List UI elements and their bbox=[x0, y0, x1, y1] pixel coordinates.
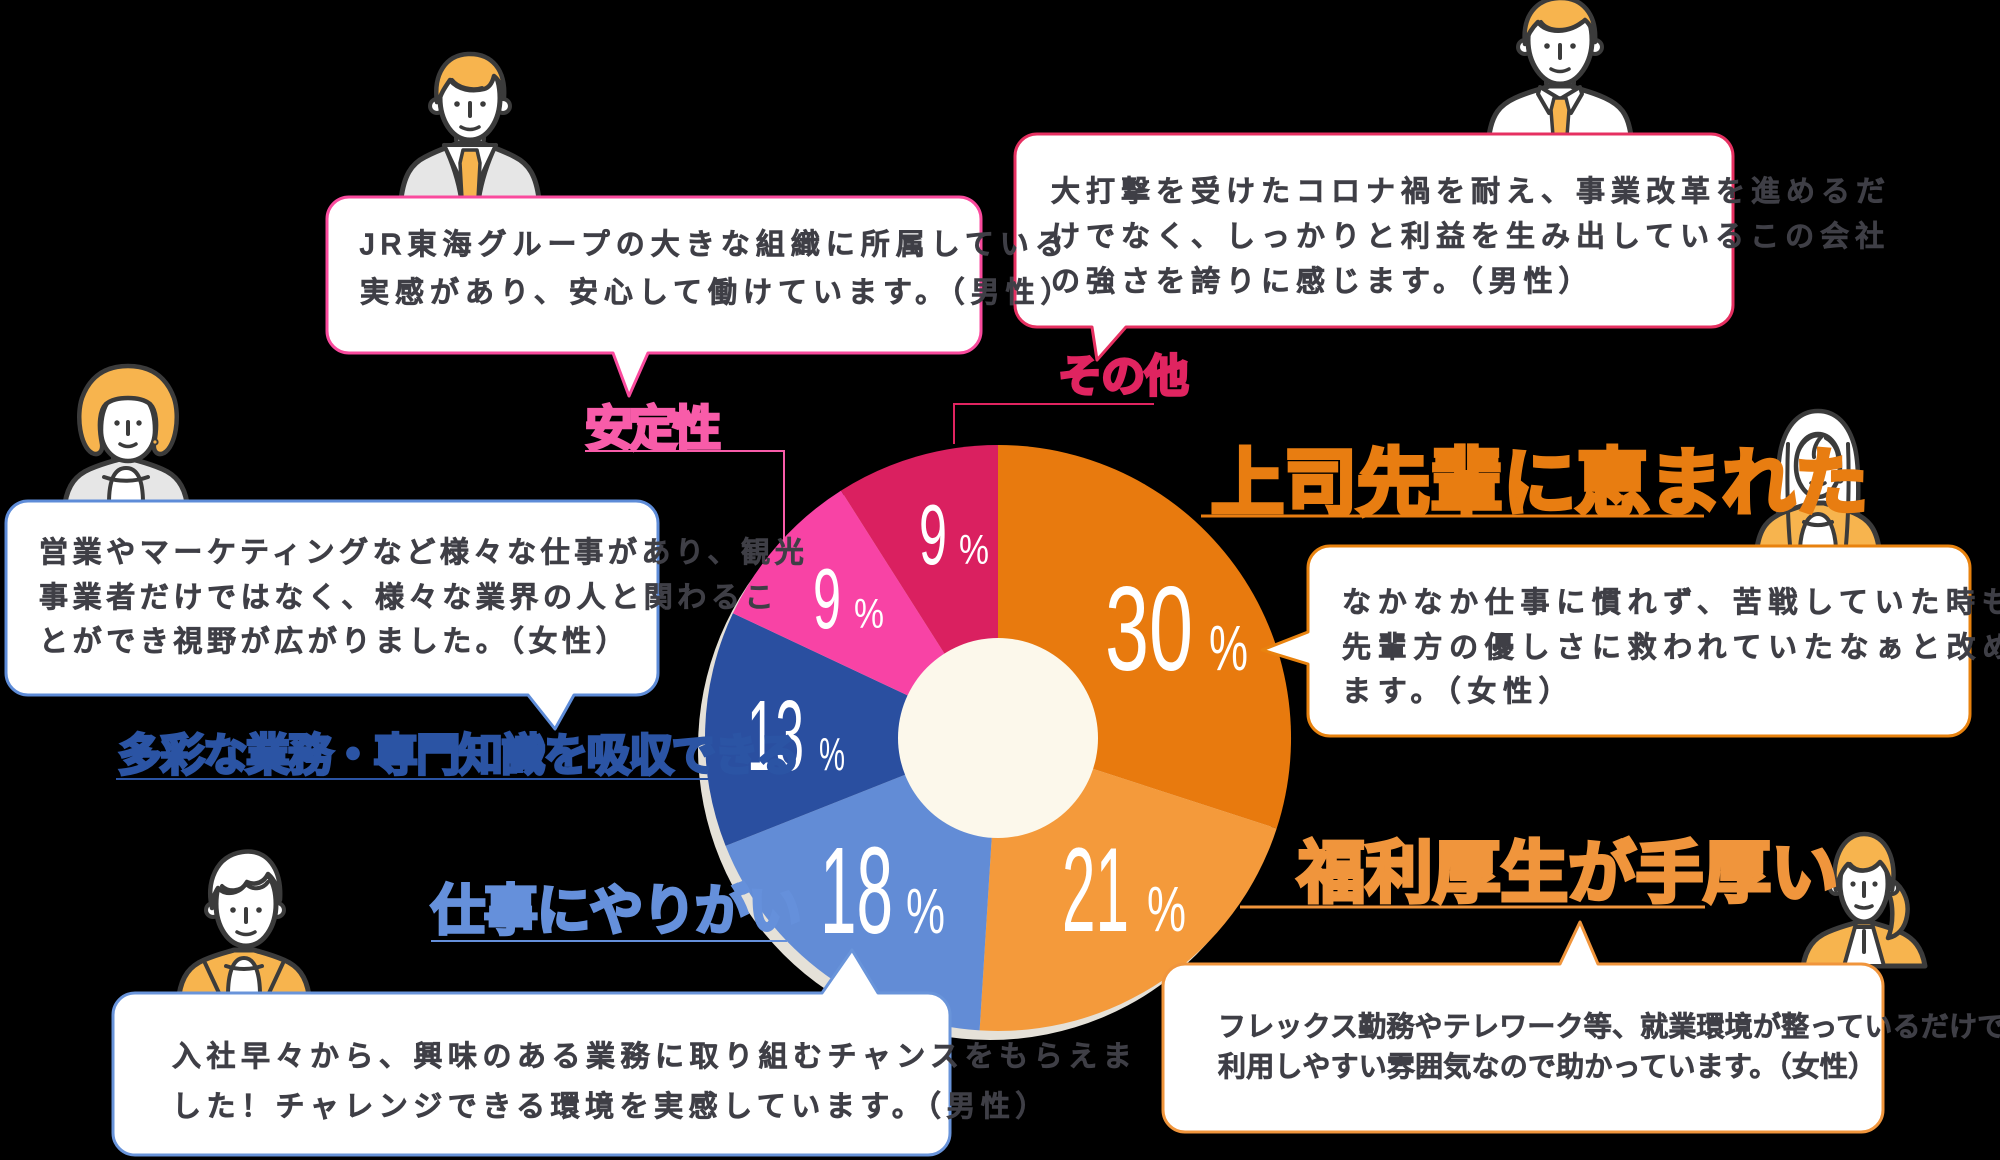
svg-text:多彩な業務・専門知識を吸収できる: 多彩な業務・専門知識を吸収できる bbox=[118, 731, 799, 780]
svg-text:%: % bbox=[1209, 612, 1248, 684]
svg-text:13: 13 bbox=[747, 680, 804, 792]
svg-text:%: % bbox=[854, 590, 884, 637]
svg-text:%: % bbox=[959, 526, 989, 573]
svg-text:9: 9 bbox=[813, 552, 841, 647]
svg-text:大打撃を受けたコロナ禍を耐え、事業改革を進めるだ: 大打撃を受けたコロナ禍を耐え、事業改革を進めるだ bbox=[1051, 175, 1891, 208]
svg-text:%: % bbox=[906, 875, 945, 947]
svg-text:営業やマーケティングなど様々な仕事があり、観光: 営業やマーケティングなど様々な仕事があり、観光 bbox=[39, 536, 808, 569]
svg-text:なかなか仕事に慣れず、苦戦していた時も周りの: なかなか仕事に慣れず、苦戦していた時も周りの bbox=[1342, 586, 2000, 619]
svg-text:%: % bbox=[819, 728, 845, 780]
svg-text:ます。（女性）: ます。（女性） bbox=[1342, 675, 1575, 708]
svg-text:先輩方の優しさに救われていたなぁと改めて感じ: 先輩方の優しさに救われていたなぁと改めて感じ bbox=[1342, 631, 2000, 664]
svg-text:実感があり、安心して働けています。（男性）: 実感があり、安心して働けています。（男性） bbox=[360, 276, 1076, 309]
svg-text:けでなく、しっかりと利益を生み出しているこの会社: けでなく、しっかりと利益を生み出しているこの会社 bbox=[1051, 220, 1890, 253]
svg-text:福利厚生が手厚い: 福利厚生が手厚い bbox=[1297, 836, 1839, 911]
svg-text:JR東海グループの大きな組織に所属している: JR東海グループの大きな組織に所属している bbox=[360, 228, 1070, 261]
svg-text:した！チャレンジできる環境を実感しています。（男性）: した！チャレンジできる環境を実感しています。（男性） bbox=[172, 1090, 1050, 1123]
svg-text:とができ視野が広がりました。（女性）: とができ視野が広がりました。（女性） bbox=[39, 625, 629, 658]
svg-text:その他: その他 bbox=[1058, 352, 1189, 401]
svg-text:安定性: 安定性 bbox=[585, 403, 720, 456]
svg-text:入社早々から、興味のある業務に取り組むチャンスをもらえま: 入社早々から、興味のある業務に取り組むチャンスをもらえま bbox=[172, 1040, 1137, 1073]
svg-text:仕事にやりがい: 仕事にやりがい bbox=[431, 881, 801, 941]
svg-text:事業者だけではなく、様々な業界の人と関わるこ: 事業者だけではなく、様々な業界の人と関わるこ bbox=[39, 581, 778, 614]
svg-text:フレックス勤務やテレワーク等、就業環境が整っているだけでなく: フレックス勤務やテレワーク等、就業環境が整っているだけでなく、 bbox=[1218, 1011, 2000, 1042]
svg-text:上司先輩に恵まれた: 上司先輩に恵まれた bbox=[1211, 443, 1868, 524]
svg-text:の強さを誇りに感じます。（男性）: の強さを誇りに感じます。（男性） bbox=[1051, 265, 1594, 298]
svg-text:18: 18 bbox=[820, 823, 893, 960]
svg-text:利用しやすい雰囲気なので助かっています。（女性）: 利用しやすい雰囲気なので助かっています。（女性） bbox=[1218, 1051, 1876, 1082]
svg-text:21: 21 bbox=[1062, 823, 1129, 957]
svg-text:%: % bbox=[1147, 873, 1186, 945]
svg-text:9: 9 bbox=[919, 488, 947, 583]
svg-text:30: 30 bbox=[1105, 562, 1193, 696]
